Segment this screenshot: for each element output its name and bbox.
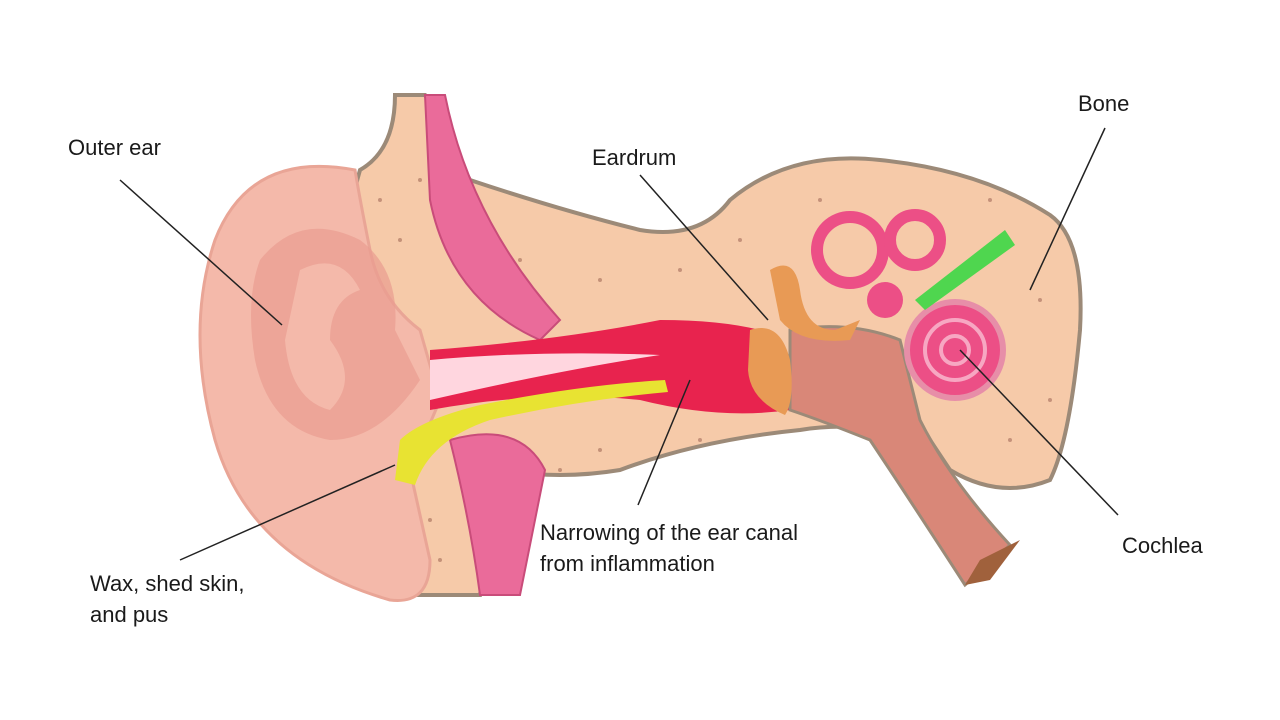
- label-wax-line2: and pus: [90, 602, 169, 627]
- leader-lines: [119, 127, 1119, 561]
- label-outer-ear: Outer ear: [68, 135, 161, 160]
- auditory-nerve: [915, 230, 1015, 310]
- label-eardrum: Eardrum: [592, 145, 677, 170]
- ear-canal: [430, 320, 790, 414]
- cochlea: [904, 299, 1006, 401]
- label-wax: Wax, shed skin, and pus: [90, 568, 244, 630]
- bone-texture: [378, 178, 1052, 562]
- label-bone: Bone: [1078, 91, 1130, 116]
- label-narrowing-line1: Narrowing of the ear canal: [540, 520, 799, 545]
- cartilage-muscle-lower: [448, 433, 547, 596]
- label-narrowing-line2: from inflammation: [540, 551, 715, 576]
- label-wax-line1: Wax, shed skin,: [90, 571, 245, 596]
- label-narrowing: Narrowing of the ear canal from inflamma…: [540, 517, 798, 579]
- concha: [251, 228, 420, 440]
- semicircular-canals: [811, 211, 889, 289]
- eardrum: [748, 328, 792, 415]
- wax-deposit: [395, 380, 668, 485]
- cartilage-muscle-upper: [423, 94, 562, 342]
- ossicles: [770, 265, 860, 341]
- label-cochlea: Cochlea: [1122, 533, 1203, 558]
